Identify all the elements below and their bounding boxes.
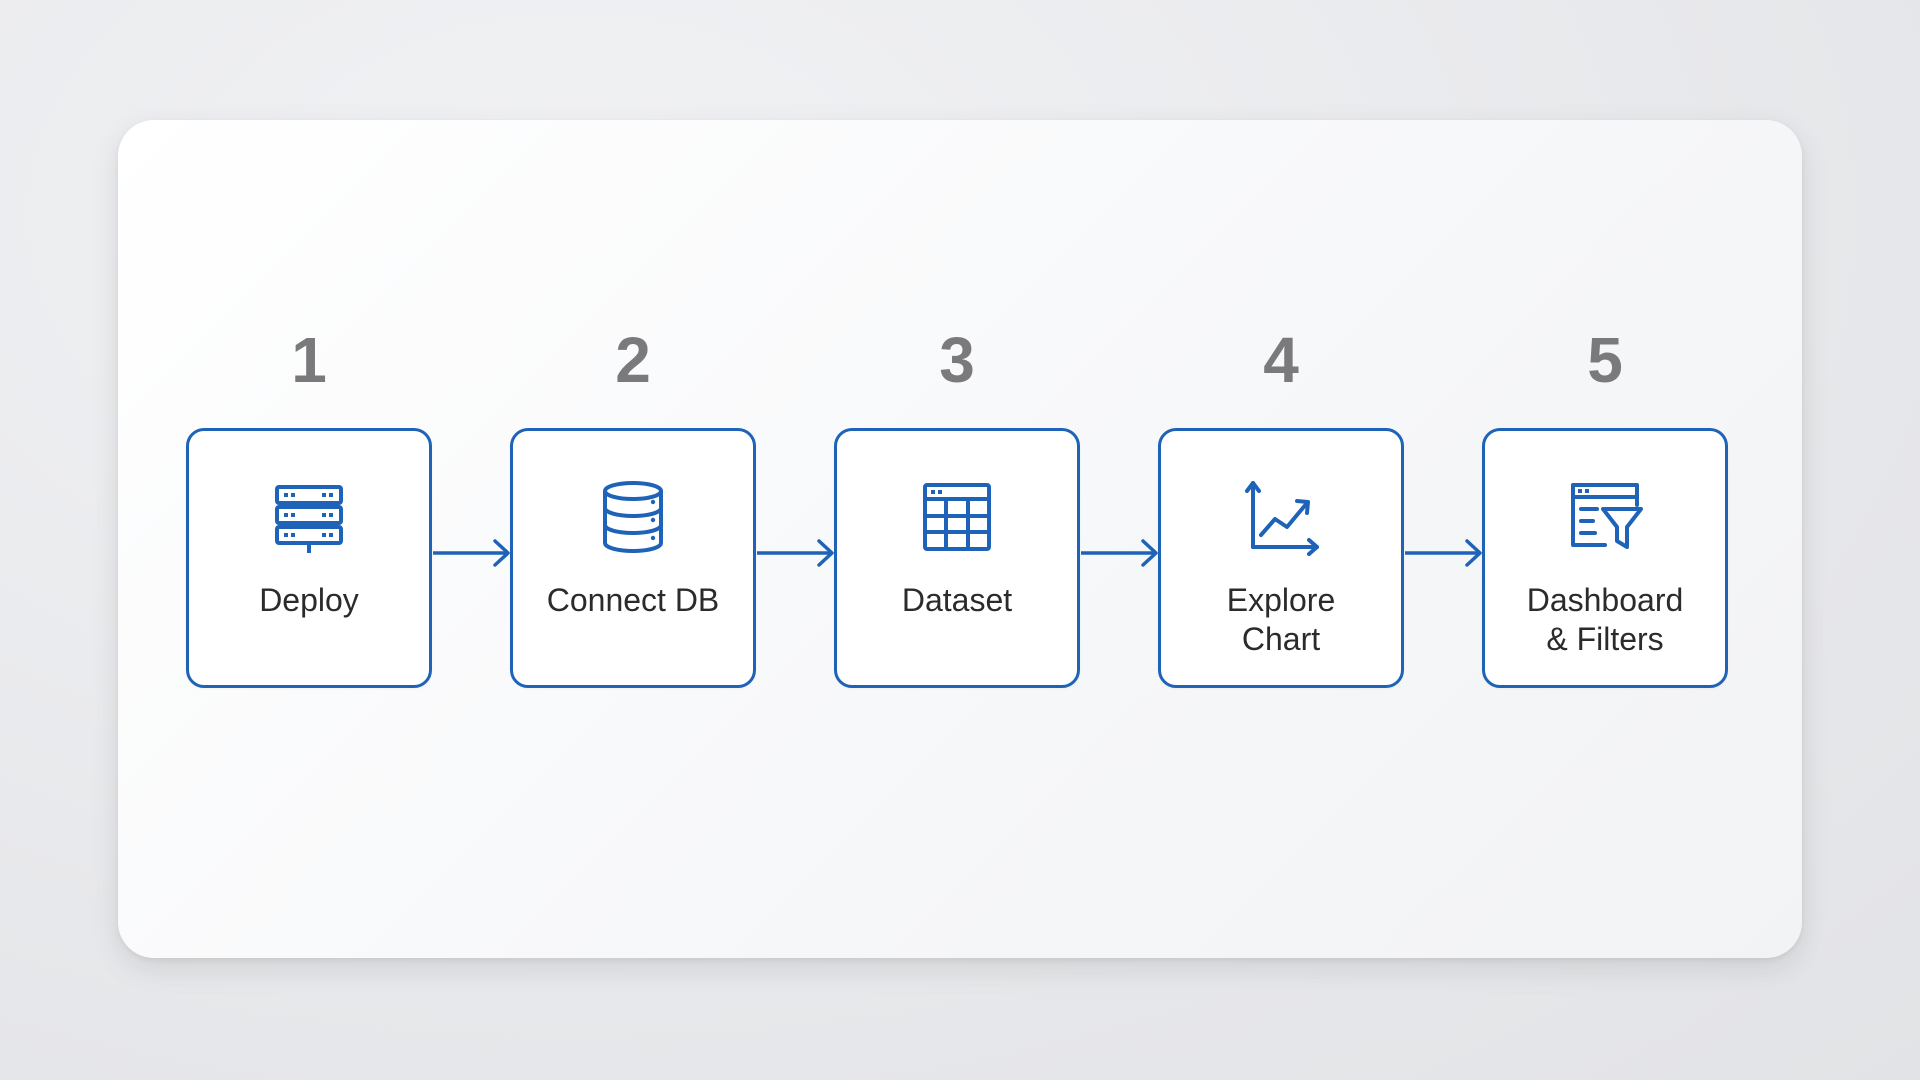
table-grid-icon: [917, 477, 997, 557]
step-2: 2 Connect DB: [510, 322, 756, 688]
trend-chart-icon: [1241, 477, 1321, 557]
step-box-connect-db[interactable]: Connect DB: [510, 428, 756, 688]
step-number: 5: [1587, 324, 1623, 396]
step-label: Deploy: [259, 582, 359, 618]
arrow-right-icon: [1405, 538, 1483, 568]
arrow-right-icon: [433, 538, 511, 568]
step-number: 1: [291, 324, 327, 396]
step-label: Explore Chart: [1226, 582, 1336, 657]
step-number: 2: [615, 324, 651, 396]
arrow-right-icon: [757, 538, 835, 568]
step-5: 5 Dashboard & Filters: [1482, 322, 1728, 688]
database-icon: [593, 477, 673, 557]
server-rack-icon: [269, 477, 349, 557]
step-box-deploy[interactable]: Deploy: [186, 428, 432, 688]
step-label: Connect DB: [546, 582, 720, 618]
arrow-right-icon: [1081, 538, 1159, 568]
dashboard-filter-icon: [1565, 477, 1645, 557]
step-number: 3: [939, 324, 975, 396]
step-number: 4: [1263, 324, 1299, 396]
step-3: 3 Dataset: [834, 322, 1080, 688]
step-label: Dataset: [901, 582, 1013, 618]
step-box-explore-chart[interactable]: Explore Chart: [1158, 428, 1404, 688]
step-4: 4 Explore Chart: [1158, 322, 1404, 688]
step-box-dataset[interactable]: Dataset: [834, 428, 1080, 688]
step-box-dashboard-filters[interactable]: Dashboard & Filters: [1482, 428, 1728, 688]
step-1: 1 Deploy: [186, 322, 432, 688]
step-label: Dashboard & Filters: [1526, 582, 1684, 657]
